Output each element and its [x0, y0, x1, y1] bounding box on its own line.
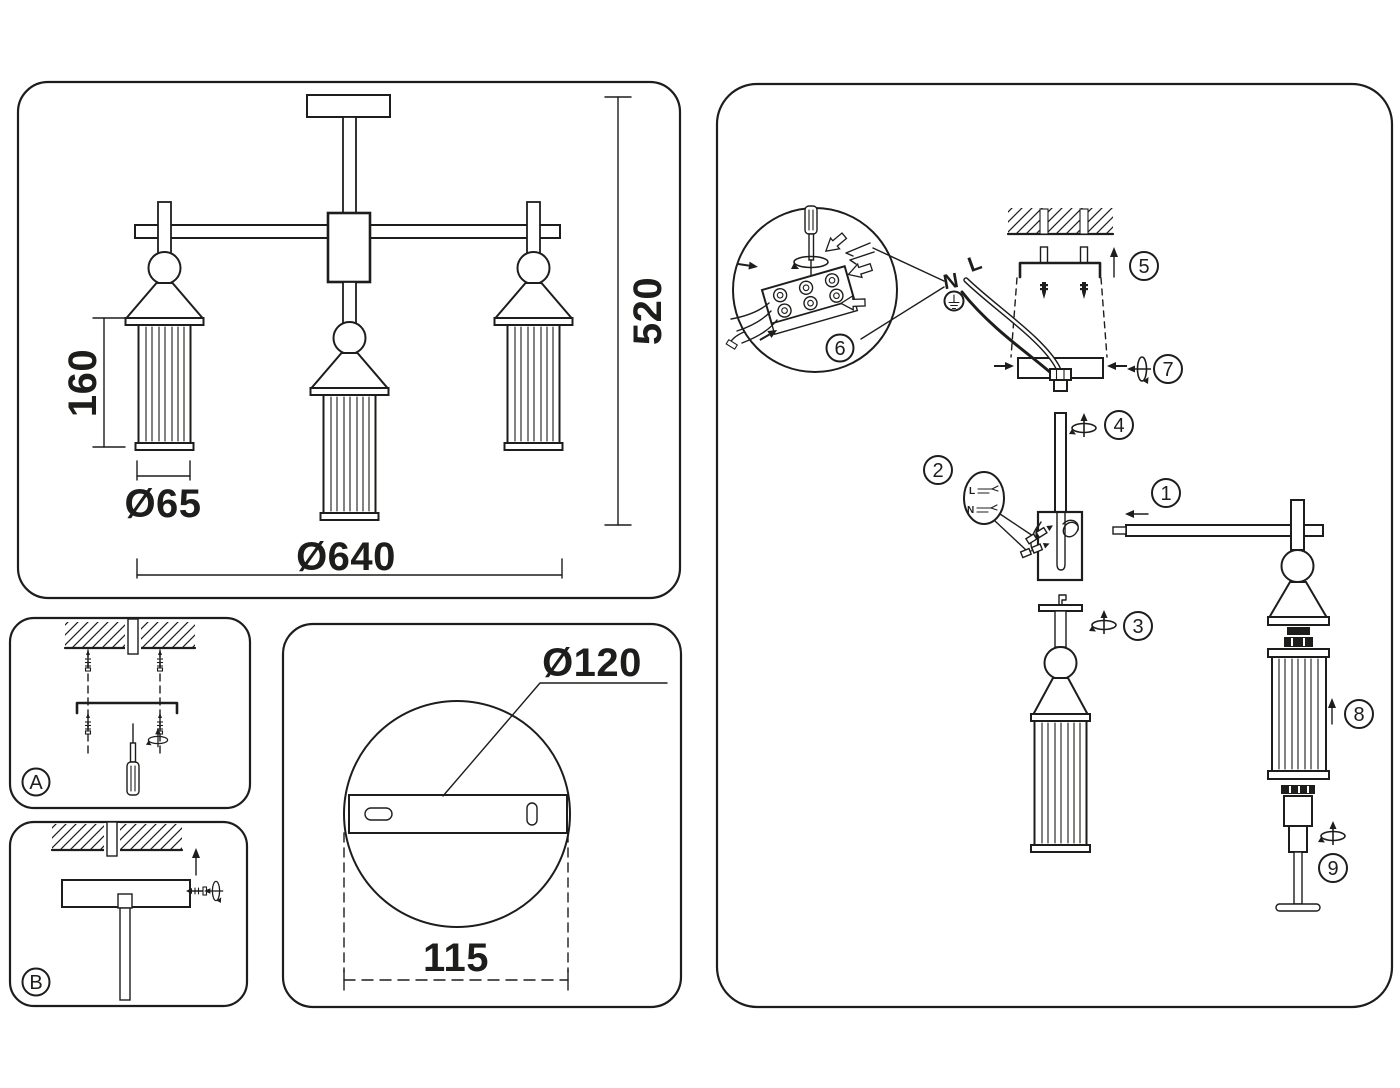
up-arrow-icon: [1328, 698, 1336, 725]
arm-step: 1: [1112, 478, 1324, 551]
step-2-number: 2: [932, 460, 943, 482]
glass-shade: [1030, 720, 1091, 853]
pendant-right: [493, 251, 574, 451]
terminal-block: [760, 265, 859, 336]
nut: [1049, 368, 1072, 392]
step-3-badge: [1123, 611, 1153, 641]
detail-a-label: A: [29, 772, 43, 794]
bracket-peg: [1079, 246, 1089, 264]
hole-spacing-label: 115: [423, 936, 489, 980]
center-stem: [342, 281, 357, 324]
arm-pin: [1112, 526, 1127, 535]
leader-line: [442, 682, 668, 797]
coiled-wire: [1062, 519, 1079, 538]
slot-horizontal: [364, 807, 393, 821]
step-8-number: 8: [1353, 704, 1364, 726]
wires: [960, 277, 1061, 376]
center-hub: [326, 211, 372, 284]
dim-shade-height: 160: [61, 317, 126, 448]
chandelier-front-view: [124, 94, 574, 521]
step-8-badge: [1344, 699, 1374, 729]
step-2-badge: [923, 455, 953, 485]
ball-joint: [1280, 549, 1315, 583]
rotate-icon: [791, 255, 829, 269]
bubble-connector-live: L: [969, 485, 999, 497]
detail-b-badge: [21, 967, 51, 997]
ball-joint: [1043, 646, 1078, 680]
lamp-socket: [1284, 627, 1313, 647]
panel-assembly: 6 N L 5: [715, 82, 1394, 1009]
fork-terminal-wires: [845, 242, 875, 265]
neutral-wire-label: N: [941, 269, 960, 294]
canopy-step: 7: [960, 277, 1183, 392]
step-1-number: 1: [1160, 483, 1171, 505]
up-arrow-icon: [192, 848, 200, 876]
step-4-badge: [1104, 410, 1134, 440]
step-3-number: 3: [1132, 616, 1143, 638]
up-arrow-icon: [1110, 247, 1118, 278]
step-6-badge: [825, 333, 855, 363]
supply-wires: [725, 302, 778, 350]
step-5-number: 5: [1138, 256, 1149, 278]
pendant-left: [124, 251, 205, 451]
mounting-bracket: [1018, 261, 1102, 279]
total-height-label: 520: [626, 277, 670, 345]
step-1-badge: [1151, 478, 1181, 508]
left-arm-stub: [157, 201, 172, 255]
panel-detail-a: A: [8, 616, 252, 810]
shade-height-label: 160: [61, 349, 105, 417]
screwdriver-icon: [126, 723, 140, 796]
center-pendant-step: 3: [1030, 594, 1153, 853]
shade-diameter-label: Ø65: [124, 482, 201, 526]
step-5-badge: [1129, 251, 1159, 281]
step-7-number: 7: [1162, 359, 1173, 381]
ground-icon: [943, 290, 965, 312]
step-9-badge: [1318, 853, 1348, 883]
arm-socket-stub: [1290, 499, 1305, 551]
wire-connector: [1019, 542, 1050, 559]
ceiling-plate: [306, 94, 391, 118]
bubble-connector-neutral: N: [967, 504, 998, 516]
step-9-number: 9: [1327, 858, 1338, 880]
mounting-bracket: [75, 701, 179, 715]
panel-detail-b: B: [8, 820, 249, 1008]
step-7-badge: [1153, 354, 1183, 384]
threaded-rod: [1054, 412, 1067, 513]
dim-fixture-diameter: Ø640: [136, 535, 563, 579]
connector-bubble: [963, 471, 1005, 525]
step-6-number: 6: [834, 338, 845, 360]
connector-neutral-label: N: [967, 505, 974, 516]
connector-live-label: L: [969, 486, 975, 497]
fixture-diameter-label: Ø640: [296, 535, 396, 579]
ceiling: [1006, 208, 1115, 236]
panel-dimensions: 520 160 Ø65 Ø640: [16, 80, 682, 600]
right-pendant-steps: 8 9: [1267, 549, 1374, 912]
stem-rod: [119, 907, 131, 1001]
threaded-rod: [106, 821, 118, 857]
detail-b-label: B: [29, 972, 42, 994]
pendant-center: [309, 321, 390, 521]
dim-shade-diameter: Ø65: [124, 460, 201, 526]
glass-shade: [1267, 648, 1330, 780]
hook: [1058, 594, 1067, 606]
slot-vertical: [526, 802, 538, 826]
bracket-peg: [1039, 246, 1049, 264]
step-4-number: 4: [1113, 415, 1124, 437]
led-bulb: [1275, 785, 1321, 912]
dim-total-height: 520: [604, 96, 670, 526]
canopy-diameter-label: Ø120: [542, 641, 642, 685]
right-arm-stub: [526, 201, 541, 255]
left-arrow-icon: [1125, 510, 1149, 518]
strain-relief: [117, 893, 133, 909]
wire-connector: [1024, 525, 1053, 545]
terminal-detail-bubble: 6: [725, 205, 898, 373]
bracket-step: 5: [1018, 246, 1159, 299]
down-rod: [342, 116, 357, 218]
panel-canopy-detail: Ø120 115: [281, 622, 683, 1009]
hub-step: L N 2: [923, 455, 1084, 582]
flange-disc: [1038, 604, 1083, 612]
ceiling-dowel: [127, 618, 139, 655]
detail-a-badge: [21, 767, 51, 797]
